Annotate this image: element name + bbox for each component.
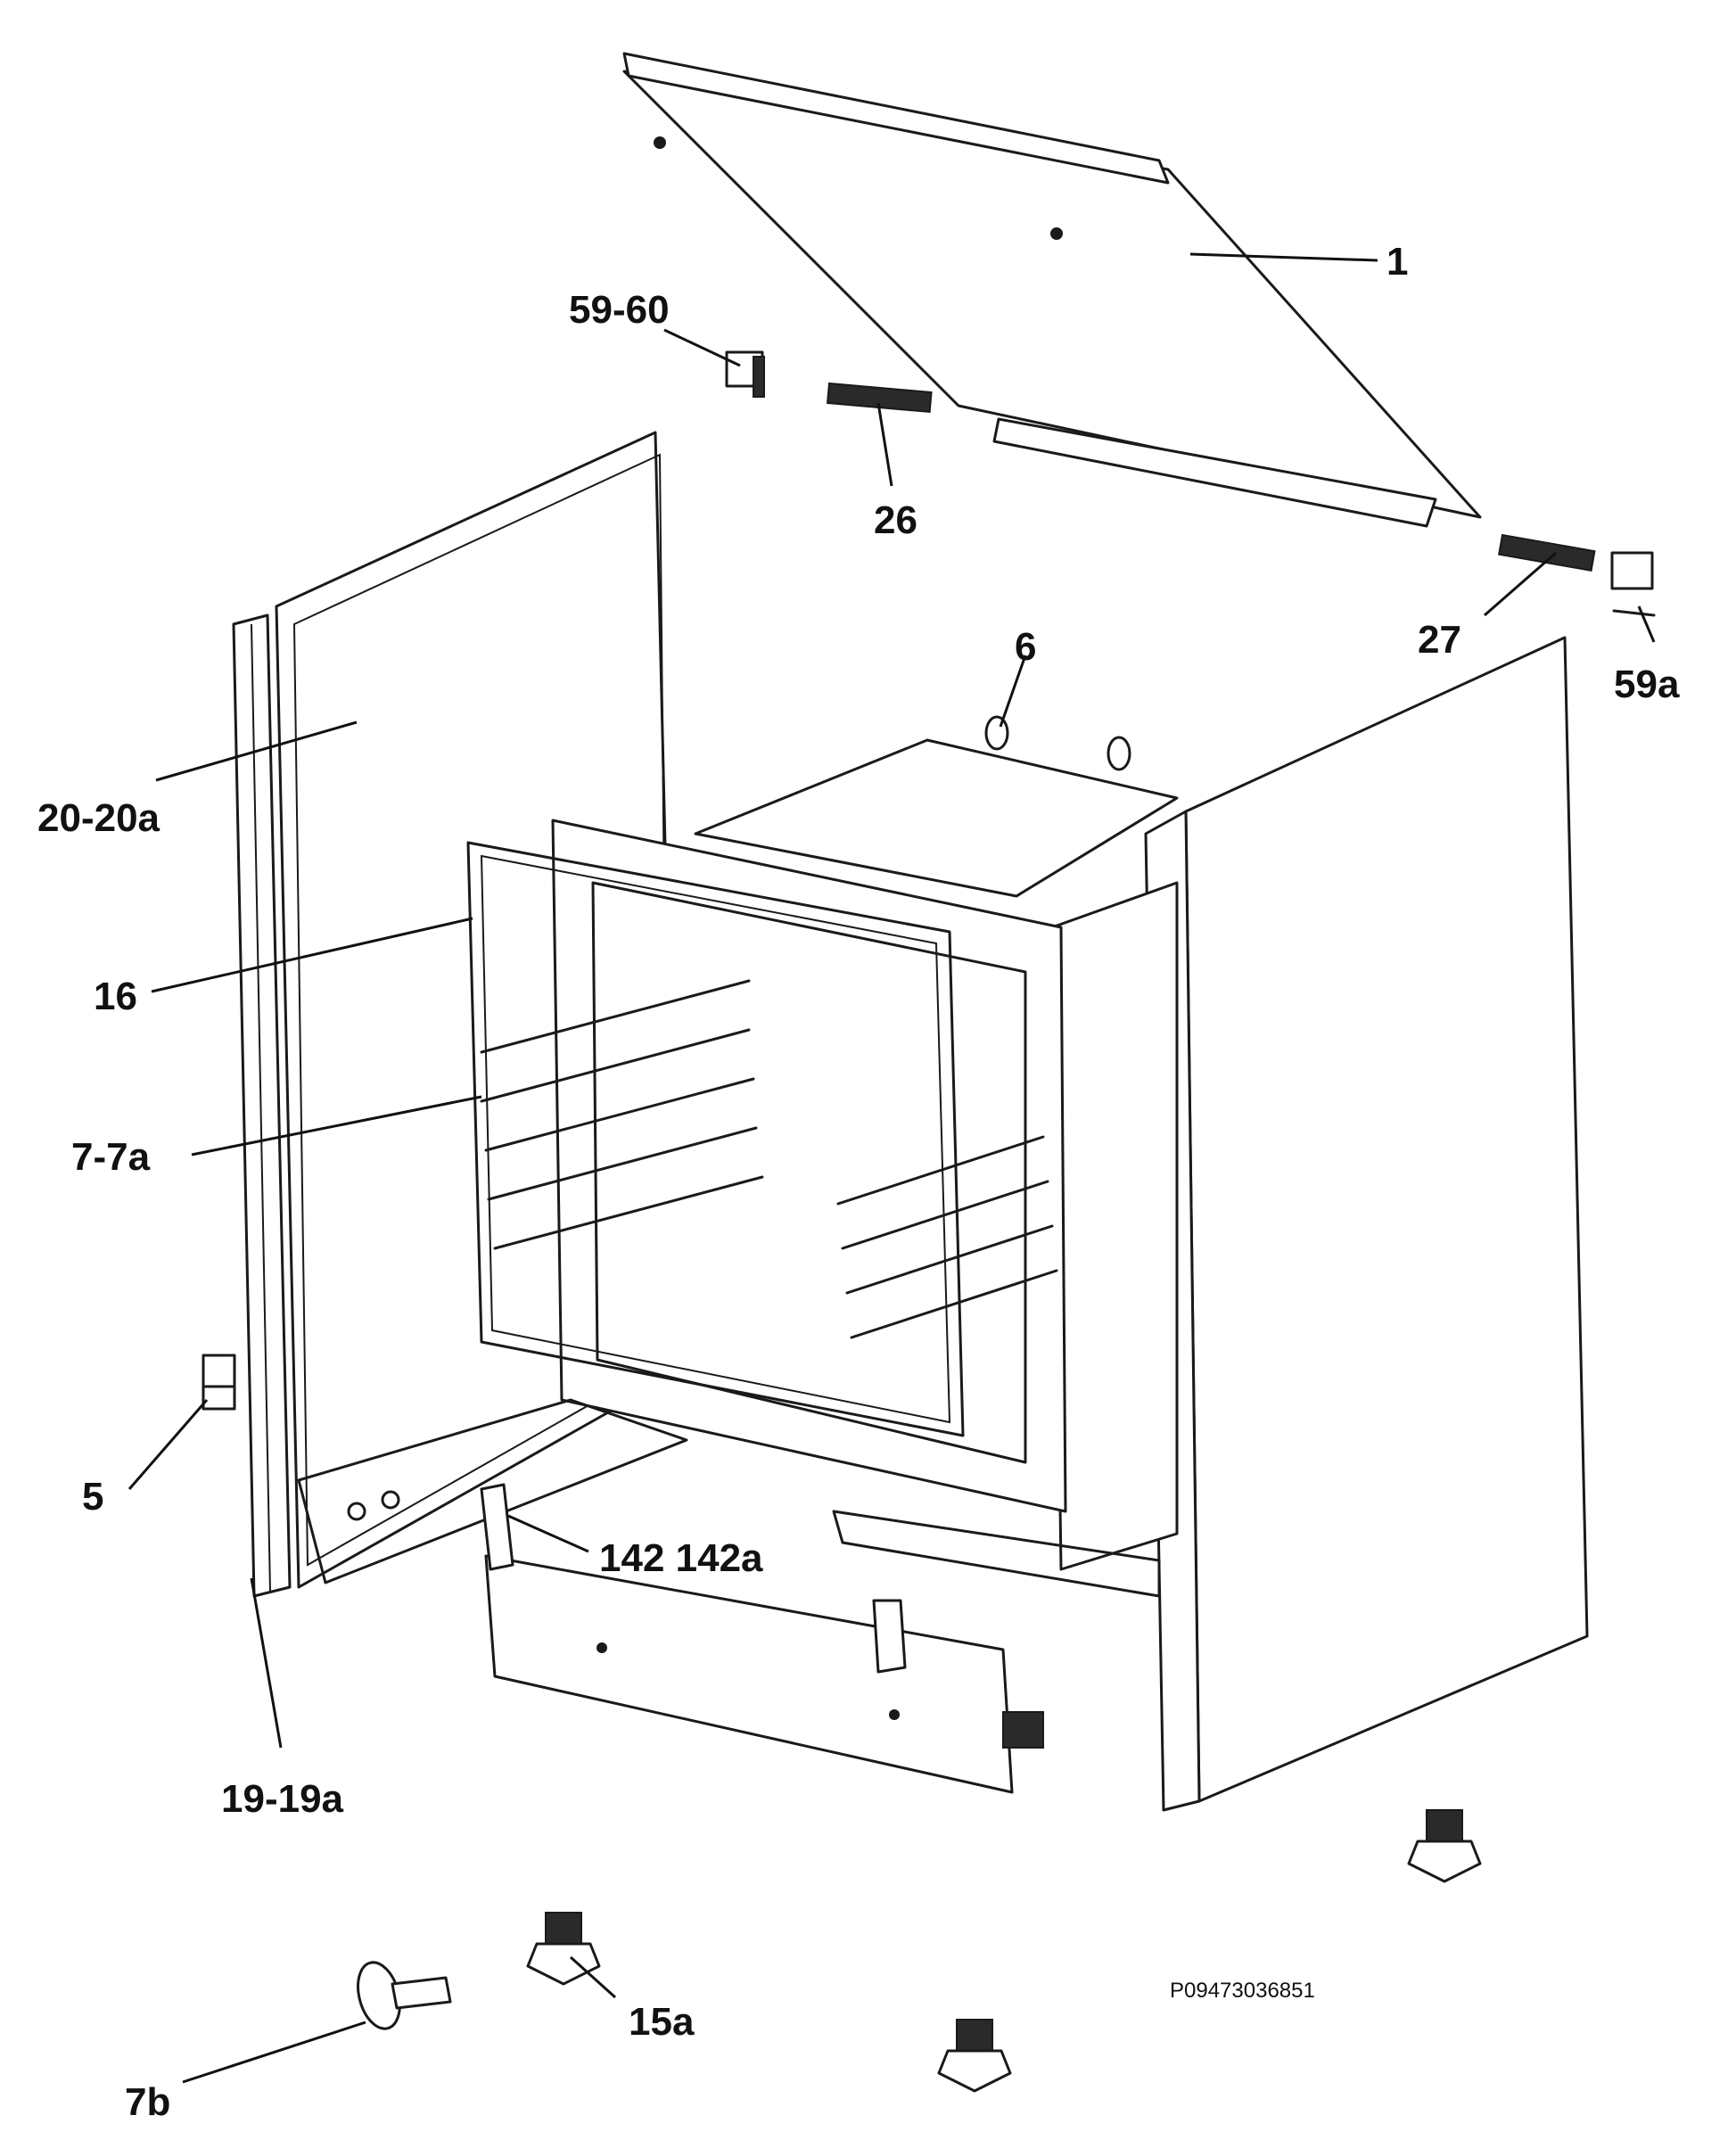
part-59-60-clip [725, 350, 765, 398]
callout-59a: 59a [1614, 663, 1680, 706]
oven-cavity [694, 738, 1179, 1571]
drawing-code: P09473036851 [1170, 1979, 1315, 2003]
callout-59-60: 59-60 [569, 288, 670, 332]
callout-26: 26 [874, 498, 917, 542]
front-frame [551, 819, 1067, 1513]
part-16-door-seal [466, 841, 965, 1437]
part-6-lifting-eye [984, 715, 1131, 771]
callout-27: 27 [1418, 618, 1461, 662]
part-59a-clip [1610, 551, 1656, 617]
part-27-hinge-strip [1498, 533, 1596, 572]
callout-20-20a: 20-20a [37, 796, 160, 840]
part-1-top-panel [622, 52, 1482, 528]
bottom-frame [297, 1398, 1161, 1598]
part-15a-foot [526, 1809, 1482, 2093]
callout-7b: 7b [125, 2080, 170, 2124]
callout-7-7a: 7-7a [71, 1135, 151, 1179]
part-142-142a-plinth [480, 1483, 1044, 1794]
callout-6: 6 [1015, 625, 1036, 669]
part-5-bracket [202, 1354, 236, 1411]
callout-1: 1 [1386, 240, 1408, 284]
part-7b-screw [357, 1961, 452, 2030]
part-7-7a-shelf-supports [480, 979, 1058, 1339]
right-side-panel [1144, 636, 1589, 1812]
leader-lines [128, 252, 1656, 2084]
part-19-19a-front-strip [232, 613, 292, 1598]
callout-142-142a: 142 142a [599, 1536, 763, 1580]
callout-19-19a: 19-19a [221, 1777, 344, 1821]
callout-15a: 15a [629, 2000, 695, 2044]
callout-5: 5 [82, 1475, 103, 1519]
callout-16: 16 [94, 975, 137, 1018]
callout-labels: 1 59-60 26 27 59a 6 20-20a 16 7-7a 5 142… [37, 240, 1680, 2124]
